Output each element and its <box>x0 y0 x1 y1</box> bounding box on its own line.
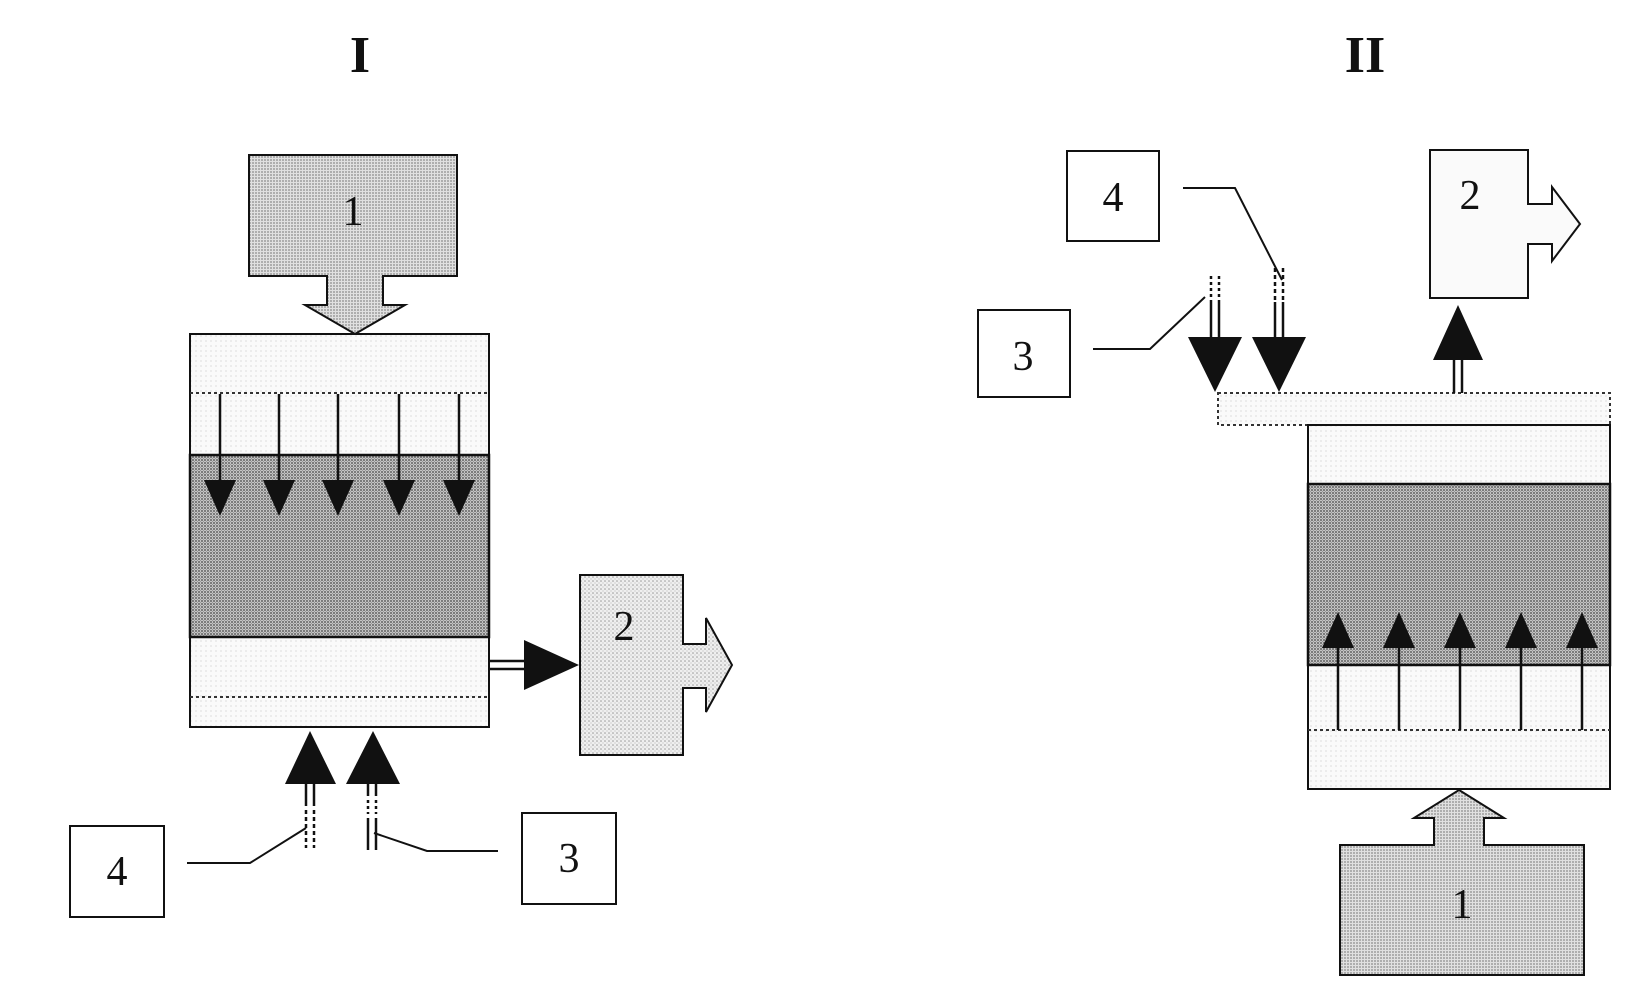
panel-title-ii: II <box>1345 27 1385 84</box>
label-1-panel-i: 1 <box>343 189 364 235</box>
box-4-panel-i: 4 <box>69 825 165 918</box>
output-block-arrow-2-panel-ii: 2 <box>1429 149 1582 299</box>
outlet-arrow-panel-i <box>490 640 579 690</box>
outlet-arrow-panel-ii <box>1433 305 1483 393</box>
leader-line-4-panel-i <box>187 827 307 864</box>
panel-ii: II 4 3 <box>977 27 1612 976</box>
label-4-panel-i: 4 <box>107 849 128 895</box>
label-1-panel-ii: 1 <box>1452 882 1473 928</box>
reactor-column-panel-ii <box>1306 424 1612 790</box>
box-3-panel-i: 3 <box>521 812 617 905</box>
label-2-panel-i: 2 <box>614 604 635 650</box>
reactor-column-panel-i <box>188 333 491 728</box>
output-block-arrow-2-panel-i: 2 <box>579 574 734 756</box>
leader-line-4-panel-ii <box>1183 187 1283 281</box>
box-4-panel-ii: 4 <box>1066 150 1160 242</box>
inlet-arrows-panel-ii <box>1188 268 1306 392</box>
top-plate-panel-ii <box>1217 392 1611 426</box>
flow-arrows-down-panel-i <box>204 394 475 516</box>
label-3-panel-i: 3 <box>559 836 580 882</box>
flow-arrows-up-panel-ii <box>1322 612 1598 730</box>
input-block-arrow-1-panel-ii: 1 <box>1339 788 1585 976</box>
box-3-panel-ii: 3 <box>977 309 1071 398</box>
label-3-panel-ii: 3 <box>1013 334 1034 380</box>
leader-line-3-panel-i <box>373 832 498 852</box>
label-4-panel-ii: 4 <box>1103 175 1124 221</box>
label-2-panel-ii: 2 <box>1460 173 1481 219</box>
leader-line-3-panel-ii <box>1093 296 1206 350</box>
inlet-arrows-panel-i <box>285 731 400 850</box>
panel-i: I 1 <box>69 27 734 918</box>
panel-title-i: I <box>350 27 370 84</box>
input-block-arrow-1-panel-i: 1 <box>248 154 458 336</box>
